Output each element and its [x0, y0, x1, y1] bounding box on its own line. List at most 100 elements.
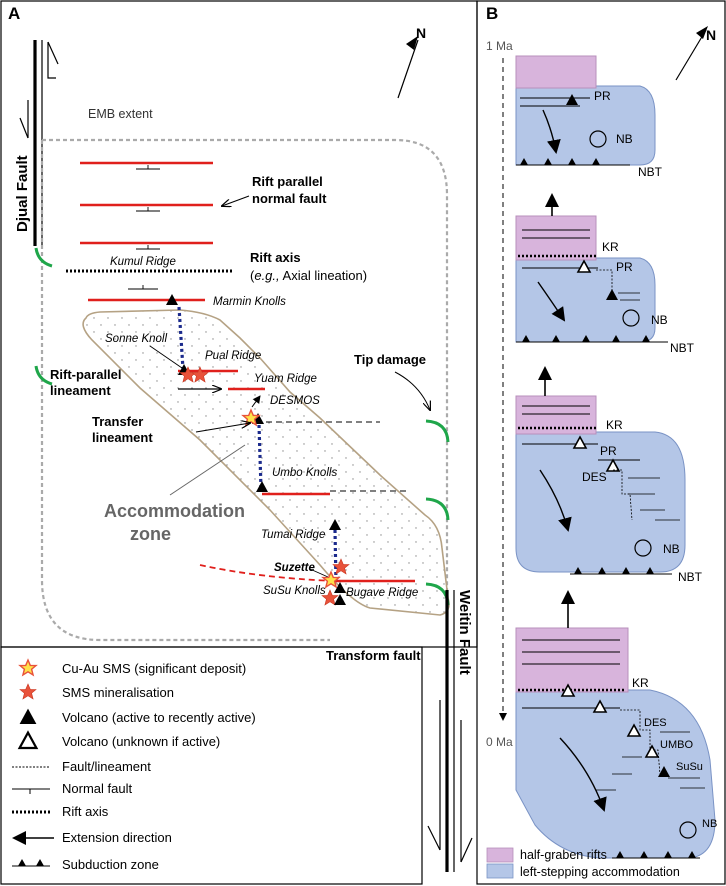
stage3-rotation-arrow-icon	[539, 469, 572, 532]
stage2-nbt-label: NBT	[670, 341, 695, 355]
pual-ridge-label: Pual Ridge	[205, 350, 261, 362]
legend-a-item-7: Rift axis	[62, 804, 109, 819]
stage-3: KR PR DES NB NBT	[515, 366, 703, 584]
stage4-rift	[515, 627, 629, 693]
stage4-subduction-icon	[612, 851, 700, 859]
stage3-subduction-icon	[570, 567, 672, 575]
accommodation-zone-label-2: zone	[130, 524, 171, 544]
north-label: N	[416, 25, 426, 41]
stage1-rotation-arrow-icon	[542, 109, 561, 154]
tip-damage-right-icon-2	[425, 497, 450, 521]
sonne-knoll-label: Sonne Knoll	[105, 333, 167, 345]
bugave-ridge-label: Bugave Ridge	[346, 587, 418, 599]
suzette-dashed-rift	[199, 564, 336, 582]
rift-axis-label: Rift axis	[250, 250, 301, 265]
panel-b-north-label: N	[706, 27, 716, 43]
transfer-lineament-label-1: Transfer	[92, 414, 143, 429]
susu-knolls-label: SuSu Knolls	[263, 585, 326, 597]
rift-axis-example: (e.g., Axial lineation)	[250, 268, 367, 283]
time-top-label: 1 Ma	[486, 39, 513, 53]
stage4-umbo-label: UMBO	[660, 739, 693, 751]
stage1-nbt-label: NBT	[638, 165, 663, 179]
stage4-nb-label: NB	[702, 818, 717, 830]
legend-b-item-2: left-stepping accommodation	[520, 865, 680, 879]
legend-b-block-swatch	[486, 863, 514, 879]
stage3-nbt-label: NBT	[678, 570, 703, 584]
stage2-pivot-icon	[622, 309, 640, 327]
transfer-lineament-pointer	[195, 423, 250, 433]
stage-4: KR DES UMBO SuSu NB	[515, 590, 717, 859]
panel-b: B N 1 Ma 0 Ma PR NB	[476, 0, 726, 885]
tip-damage-label: Tip damage	[354, 352, 426, 367]
stage3-des-label: DES	[582, 470, 607, 484]
normal-fault-pointer	[222, 195, 250, 206]
legend-cu-au-star-icon	[19, 659, 37, 676]
tip-damage-right-icon-1	[425, 419, 450, 443]
stage2-rotation-arrow-icon	[537, 281, 566, 322]
north-arrow-icon: N	[397, 25, 426, 99]
stage2-nb-label: NB	[651, 313, 668, 327]
legend-a-item-9: Subduction zone	[62, 857, 159, 872]
legend-volcano-active-icon	[19, 708, 37, 724]
desmos-label: DESMOS	[270, 395, 320, 407]
suzette-pointer	[309, 568, 329, 578]
tip-damage-pointer	[394, 371, 430, 410]
emb-extent-outline	[42, 138, 449, 610]
legend-a-item-3: Volcano (active to recently active)	[62, 710, 256, 725]
legend-a-item-1: Cu-Au SMS (significant deposit)	[62, 661, 246, 676]
panel-b-letter: B	[486, 4, 498, 23]
rift-parallel-lineament-label-2: lineament	[50, 383, 111, 398]
legend-subduction-icon	[12, 859, 50, 867]
umbo-knolls-label: Umbo Knolls	[272, 467, 337, 479]
stage3-pivot-icon	[634, 539, 652, 557]
legend-volcano-unknown-icon	[18, 731, 38, 750]
legend-sms-star-icon	[19, 683, 37, 700]
stage4-des-label: DES	[644, 717, 667, 729]
stage1-pr-label: PR	[594, 89, 611, 103]
djual-fault-label: Djual Fault	[14, 155, 31, 232]
stage3-pr-label: PR	[600, 444, 617, 458]
legend-a-item-4: Volcano (unknown if active)	[62, 734, 220, 749]
stage3-nb-label: NB	[663, 542, 680, 556]
stage-2: KR PR NB NBT	[515, 193, 695, 355]
accommodation-zone-label-1: Accommodation	[104, 501, 245, 521]
accommodation-pointer	[169, 444, 246, 496]
tip-damage-left-icon	[34, 365, 53, 386]
legend-a-frame	[0, 646, 423, 885]
legend-b-rift-swatch	[486, 847, 514, 863]
marmin-knolls-label: Marmin Knolls	[213, 296, 286, 308]
panel-a: A N Djual Fault EMB extent	[0, 0, 478, 663]
stage2-pr-label: PR	[616, 260, 633, 274]
sonne-pointer	[149, 345, 183, 369]
suzette-label: Suzette	[274, 562, 316, 574]
panel-a-letter: A	[8, 4, 20, 23]
stage4-kr-label: KR	[632, 676, 649, 690]
stage4-susu-label: SuSu	[676, 761, 703, 773]
stage3-lineament	[613, 469, 633, 521]
emb-extent-label: EMB extent	[88, 107, 153, 121]
accommodation-zone-area	[82, 309, 450, 616]
stage1-pivot-icon	[589, 130, 607, 148]
legend-b-item-1: half-graben rifts	[520, 848, 607, 862]
legend-a-item-8: Extension direction	[62, 830, 172, 845]
tip-damage-left-top-icon	[34, 247, 53, 268]
kumul-ridge-label: Kumul Ridge	[110, 256, 176, 268]
legend-a: Cu-Au SMS (significant deposit) SMS mine…	[0, 646, 423, 885]
stage1-subduction-icon	[516, 158, 630, 166]
weitin-fault-label: Weitin Fault	[456, 590, 473, 675]
stage4-rotation-arrow-icon	[559, 737, 607, 812]
tumai-ridge-label: Tumai Ridge	[261, 529, 325, 541]
panel-b-north-arrow-icon: N	[675, 26, 716, 81]
stage4-pivot-icon	[679, 821, 697, 839]
stage1-rift	[515, 55, 597, 89]
legend-a-item-6: Normal fault	[62, 781, 132, 796]
transform-fault-label: Transform fault	[326, 648, 421, 663]
rift-parallel-lineament-label-1: Rift-parallel	[50, 367, 122, 382]
rift-parallel-normal-fault-label-1: Rift parallel	[252, 174, 323, 189]
weitin-fault: Weitin Fault	[427, 590, 473, 872]
time-bottom-label: 0 Ma	[486, 735, 513, 749]
stage2-lineament	[596, 269, 613, 294]
rift-parallel-normal-fault-label-2: normal fault	[252, 191, 327, 206]
stage4-lineament	[620, 709, 661, 776]
